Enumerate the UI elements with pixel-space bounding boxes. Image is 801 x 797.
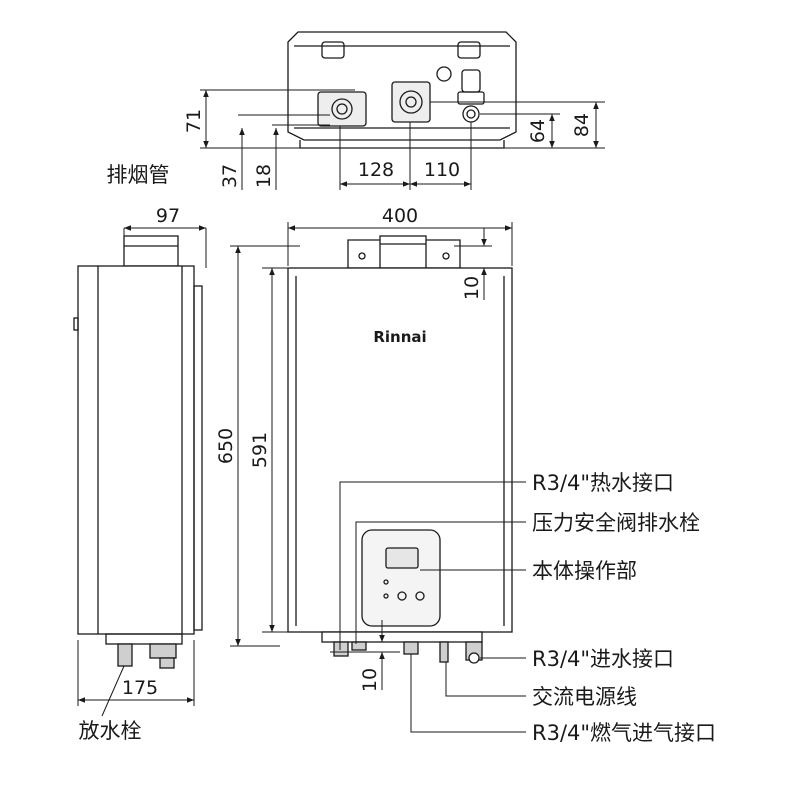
top-view — [287, 31, 517, 149]
side-view — [73, 235, 203, 669]
dim-top-110: 110 — [424, 159, 460, 181]
dim-front-591: 591 — [249, 432, 271, 468]
power-cord — [439, 641, 449, 663]
dim-side-650: 650 — [215, 428, 237, 464]
dim-side-175: 175 — [122, 677, 158, 699]
leader-power-cord — [445, 662, 526, 697]
dim-top-128: 128 — [358, 159, 394, 181]
dim-front-400: 400 — [382, 205, 418, 227]
label-flue-pipe: 排烟管 — [107, 163, 170, 187]
dim-top-37: 37 — [219, 164, 241, 188]
label-gas-inlet: R3/4"燃气进气接口 — [532, 721, 716, 745]
gas-fitting — [403, 641, 419, 655]
dim-side-97: 97 — [156, 205, 180, 227]
dim-top-84: 84 — [571, 113, 593, 137]
dim-front-10-top: 10 — [461, 276, 483, 300]
brand-logo: Rinnai — [373, 328, 426, 346]
dim-top-18: 18 — [253, 164, 275, 188]
leader-hot-water — [339, 481, 526, 650]
dim-top-71: 71 — [183, 109, 205, 133]
label-hot-water-outlet: R3/4"热水接口 — [532, 471, 674, 495]
label-control-panel: 本体操作部 — [532, 559, 637, 583]
leader-gas-inlet — [410, 654, 526, 733]
dim-front-10-bottom: 10 — [359, 668, 381, 692]
leader-pressure-valve — [355, 521, 526, 644]
front-view-dimension-lines — [262, 222, 513, 690]
front-view — [287, 235, 513, 664]
label-cold-water-inlet: R3/4"进水接口 — [532, 647, 674, 671]
display-screen — [385, 547, 419, 569]
label-ac-power-cord: 交流电源线 — [532, 685, 637, 709]
hot-water-fitting — [333, 641, 349, 657]
side-view-dimension-lines — [77, 225, 300, 706]
label-drain-plug: 放水栓 — [79, 719, 142, 743]
control-panel-body — [361, 529, 441, 627]
label-pressure-relief-valve: 压力安全阀排水栓 — [532, 511, 700, 535]
top-view-dimension-lines — [200, 89, 605, 190]
drain-plug-leader — [101, 665, 125, 717]
dim-top-64: 64 — [527, 119, 549, 143]
callout-leaders — [339, 481, 526, 733]
